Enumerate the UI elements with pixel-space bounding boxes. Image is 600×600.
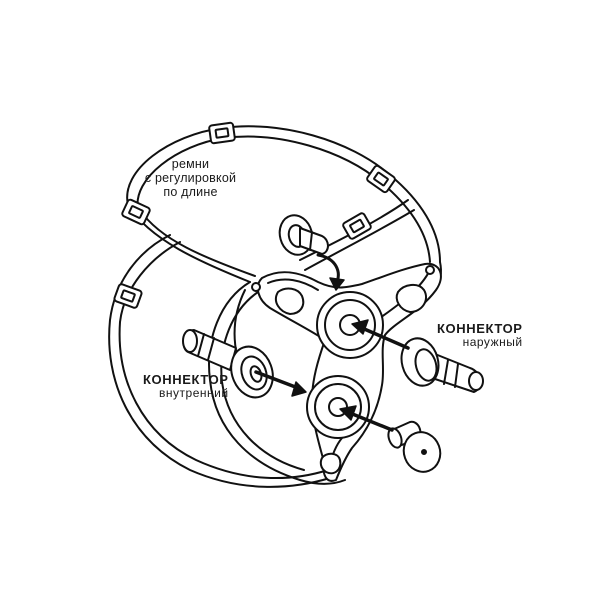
- curved-arrow: [316, 253, 345, 291]
- strap-label-line-1: ремни: [171, 157, 210, 171]
- plug-connector: [387, 420, 442, 473]
- external-connector: [400, 337, 484, 393]
- strap-label-line-3: по длине: [163, 184, 218, 199]
- arrow-from-plug: [339, 405, 394, 432]
- harness-plate: [251, 262, 442, 482]
- external-connector-label: КОННЕКТОР наружный: [437, 321, 523, 350]
- internal-connector-label: КОННЕКТОР внутренний: [143, 372, 229, 401]
- strap-label-line-2: с регулировкой: [144, 170, 237, 185]
- arrow-to-lower-ring: [254, 370, 307, 397]
- leg-straps: [108, 234, 346, 488]
- connector-top: [278, 214, 329, 256]
- internal-connector-subtitle: внутренний: [159, 386, 229, 401]
- internal-connector: [182, 329, 274, 399]
- arrow-to-upper-ring: [351, 319, 410, 350]
- external-connector-title: КОННЕКТОР: [437, 321, 523, 336]
- internal-connector-title: КОННЕКТОР: [143, 372, 229, 387]
- external-connector-subtitle: наружный: [462, 335, 523, 350]
- strap-label: ремни с регулировкой по длине: [128, 157, 253, 199]
- strap-buckles: [113, 121, 396, 309]
